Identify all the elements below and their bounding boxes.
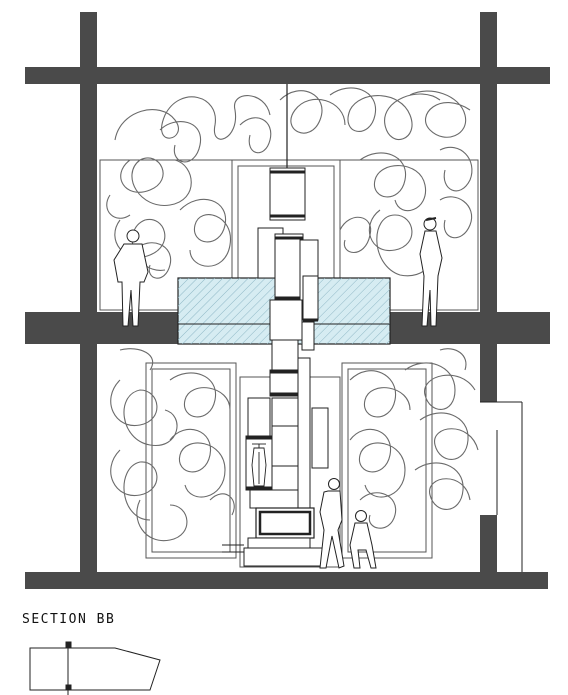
- installation-box-1: [269, 167, 306, 221]
- scribble-pattern-upper: [106, 87, 473, 279]
- window-opening: [480, 401, 523, 572]
- section-caption: SECTION BB: [22, 612, 116, 627]
- person-seated-lower: [349, 510, 377, 569]
- person-standing-lower: [319, 478, 345, 569]
- right-wall-upper: [480, 12, 497, 402]
- floor-slab-left: [25, 312, 180, 344]
- floor-slab-right: [390, 312, 550, 344]
- central-installation: [222, 84, 329, 567]
- key-plan: [29, 641, 161, 695]
- right-wall-lower: [480, 515, 497, 589]
- person-standing-upper-left: [113, 229, 149, 327]
- left-wall: [80, 12, 97, 589]
- ground-slab: [25, 572, 548, 589]
- scribble-pattern-lower: [110, 348, 479, 542]
- person-standing-upper-right: [419, 217, 443, 327]
- garment-figure: [251, 443, 267, 487]
- section-marker-bottom: [65, 684, 72, 691]
- background-frames: [99, 159, 479, 568]
- roof-slab: [25, 67, 550, 84]
- structure: [25, 12, 550, 589]
- section-marker-top: [65, 641, 72, 648]
